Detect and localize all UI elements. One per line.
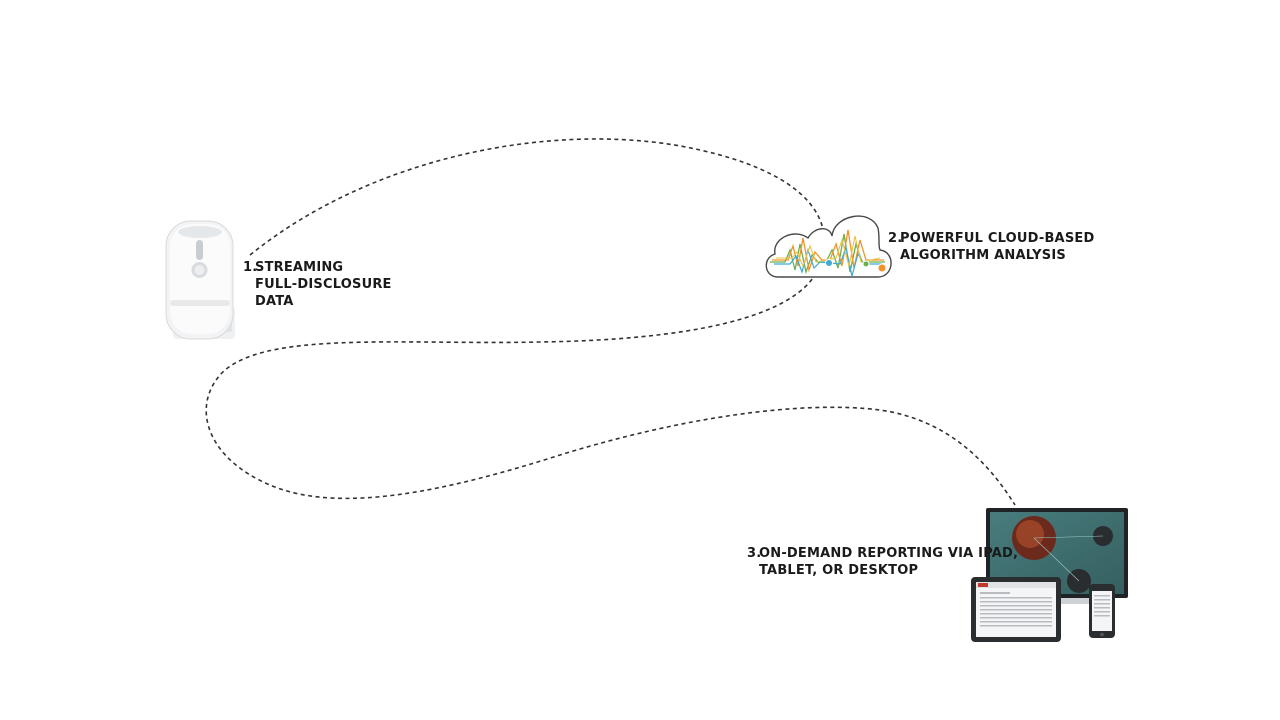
- step-1-line-3: DATA: [255, 294, 294, 309]
- step-2-line-1: POWERFUL CLOUD-BASED: [900, 231, 1095, 246]
- step-3-number: 3.: [747, 546, 762, 561]
- step-2-line-2: ALGORITHM ANALYSIS: [900, 248, 1066, 263]
- step-1-number: 1.: [243, 260, 258, 275]
- desktop-tablet-phone-icon: [971, 508, 1128, 642]
- step-3-label: 3.ON-DEMAND REPORTING VIA IPAD, TABLET, …: [747, 545, 1018, 579]
- step-3-line-1: ON-DEMAND REPORTING VIA IPAD,: [759, 546, 1019, 561]
- step-3-line-2: TABLET, OR DESKTOP: [759, 563, 919, 578]
- step-1-line-2: FULL-DISCLOSURE: [255, 277, 392, 292]
- step-1-line-1: STREAMING: [255, 260, 344, 275]
- dashed-flow-path: [205, 138, 1016, 506]
- wearable-monitor-device-icon: [165, 220, 235, 340]
- step-2-number: 2.: [888, 231, 903, 246]
- step-2-label: 2.POWERFUL CLOUD-BASED ALGORITHM ANALYSI…: [888, 230, 1094, 264]
- step-1-label: 1.STREAMING FULL-DISCLOSURE DATA: [243, 259, 392, 310]
- cloud-with-signal-icon: [765, 215, 892, 278]
